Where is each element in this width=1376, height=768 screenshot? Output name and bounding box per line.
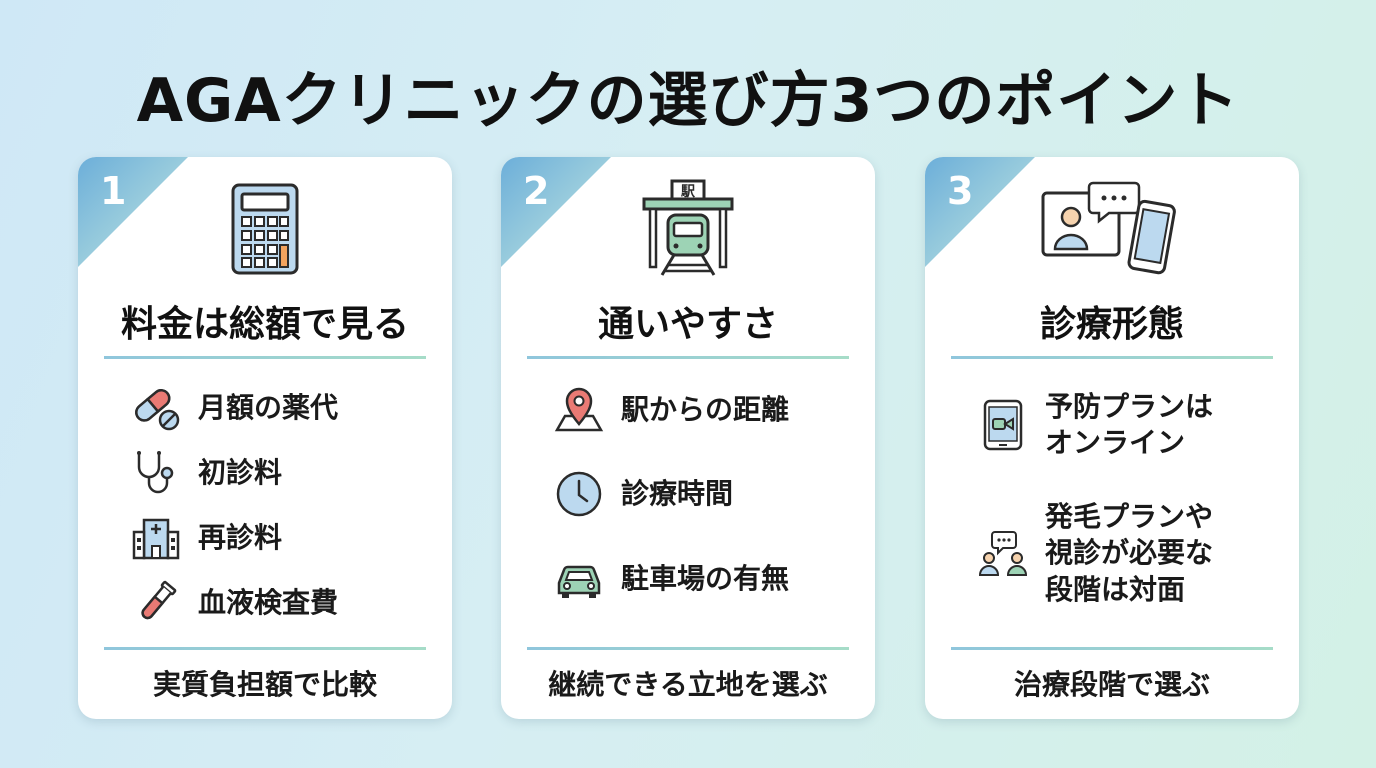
in-person-consultation-icon	[978, 530, 1028, 576]
item-label: 駐車場の有無	[621, 561, 790, 595]
card-number: 1	[100, 169, 127, 213]
item-label: 初診料	[198, 455, 283, 489]
list-item: 再診料	[130, 512, 430, 564]
card-title: 通いやすさ	[597, 304, 778, 345]
corner-ribbon	[78, 157, 188, 267]
stethoscope-icon	[137, 451, 174, 494]
corner-ribbon	[501, 157, 611, 267]
card-number: 2	[523, 169, 550, 213]
list-item: 診療時間	[553, 468, 853, 520]
item-label-line: 視診が必要な	[1045, 536, 1214, 570]
video-phone-icon	[983, 400, 1023, 451]
point-card-1: 1 料金は総額で見る 月額の薬代	[78, 157, 452, 719]
card-footer: 実質負担額で比較	[152, 668, 377, 701]
hospital-icon	[132, 518, 180, 560]
test-tube-icon	[141, 580, 177, 620]
clock-icon	[556, 471, 602, 517]
card-footer: 治療段階で選ぶ	[1013, 668, 1210, 701]
calculator-icon	[231, 183, 299, 275]
card-footer: 継続できる立地を選ぶ	[548, 668, 828, 701]
page-title: AGAクリニックの選び方3つのポイント	[136, 66, 1240, 136]
pill-icon	[135, 389, 180, 431]
car-icon	[557, 565, 601, 598]
divider	[527, 356, 849, 359]
list-item: 血液検査費	[130, 577, 430, 629]
list-item: 予防プランは オンライン	[977, 389, 1277, 462]
item-label-line: 予防プランは	[1045, 390, 1214, 423]
item-label-line: オンライン	[1045, 426, 1186, 460]
list-item: 発毛プランや 視診が必要な 段階は対面	[977, 499, 1277, 608]
corner-ribbon	[925, 157, 1035, 267]
station-train-icon: 駅	[642, 179, 734, 276]
item-label: 診療時間	[621, 476, 734, 510]
divider	[527, 647, 849, 650]
card-title: 診療形態	[1039, 304, 1184, 345]
divider	[104, 647, 426, 650]
item-label-line: 発毛プランや	[1045, 500, 1214, 533]
divider	[104, 356, 426, 359]
item-label: 月額の薬代	[198, 390, 339, 424]
list-item: 初診料	[130, 447, 430, 499]
station-sign-text: 駅	[681, 184, 696, 200]
divider	[951, 647, 1273, 650]
card-title: 料金は総額で見る	[120, 304, 409, 345]
divider	[951, 356, 1273, 359]
map-pin-icon	[554, 387, 604, 432]
point-card-3: 3 診療形態 予防プランは オンライン	[925, 157, 1299, 719]
item-label: 血液検査費	[198, 585, 339, 619]
point-card-2: 2 駅 通いやすさ 駅からの距離 診療時間	[501, 157, 875, 719]
list-item: 駐車場の有無	[553, 553, 853, 605]
list-item: 駅からの距離	[553, 384, 853, 436]
list-item: 月額の薬代	[130, 382, 430, 434]
card-number: 3	[947, 169, 974, 213]
item-label-line: 段階は対面	[1045, 572, 1186, 606]
item-label: 再診料	[198, 520, 283, 554]
online-consultation-icon	[1041, 181, 1176, 275]
item-label: 予防プランは オンライン	[1045, 389, 1213, 462]
item-label: 発毛プランや 視診が必要な 段階は対面	[1045, 499, 1213, 608]
item-label: 駅からの距離	[621, 392, 790, 426]
